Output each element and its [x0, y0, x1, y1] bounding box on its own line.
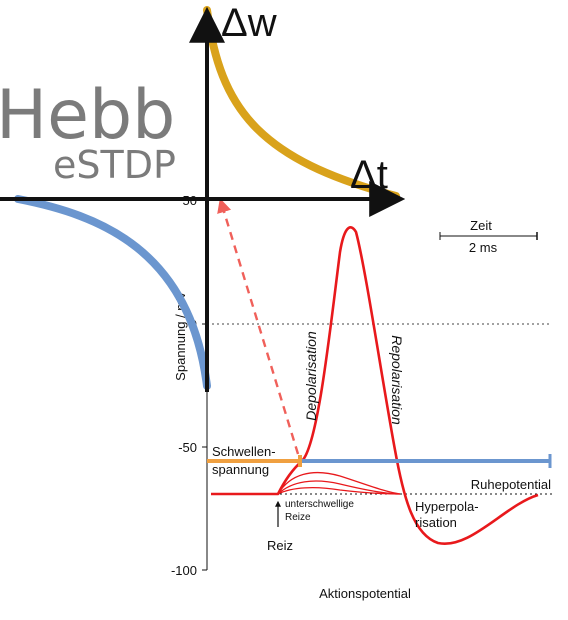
subthreshold-curve-2 [277, 480, 401, 495]
label-subthreshold-line1: unterschwellige [285, 499, 354, 510]
label-hyperpolarization-line2: risation [415, 515, 457, 530]
estdp-subtitle: eSTDP [53, 143, 176, 187]
hebb-title: Hebb [0, 76, 175, 155]
action-potential-curve [211, 226, 539, 546]
scale-label: Zeit [470, 218, 492, 233]
subthreshold-curve-3 [277, 487, 401, 495]
label-depolarization: Depolarisation [303, 331, 319, 421]
tick-label-minus100: -100 [171, 563, 197, 578]
subthreshold-curve-1 [277, 472, 401, 495]
scale-value: 2 ms [469, 240, 498, 255]
label-threshold-line1: Schwellen- [212, 444, 276, 459]
diagram-caption: Aktionspotential [319, 586, 411, 601]
threshold-to-stdp-arrow [217, 198, 300, 455]
label-threshold-line2: spannung [212, 462, 269, 477]
stdp-y-axis-label: Δw [221, 1, 277, 45]
label-repolarization: Repolarisation [389, 335, 405, 425]
ltp-curve [203, 6, 400, 200]
label-subthreshold-line2: Reize [285, 512, 311, 523]
label-resting-potential: Ruhepotential [471, 477, 551, 492]
tick-label-minus50: -50 [178, 440, 197, 455]
ltd-curve [14, 195, 211, 390]
stdp-x-axis-label: Δt [350, 153, 388, 197]
label-hyperpolarization-line1: Hyperpola- [415, 499, 479, 514]
label-stimulus: Reiz [267, 538, 293, 553]
